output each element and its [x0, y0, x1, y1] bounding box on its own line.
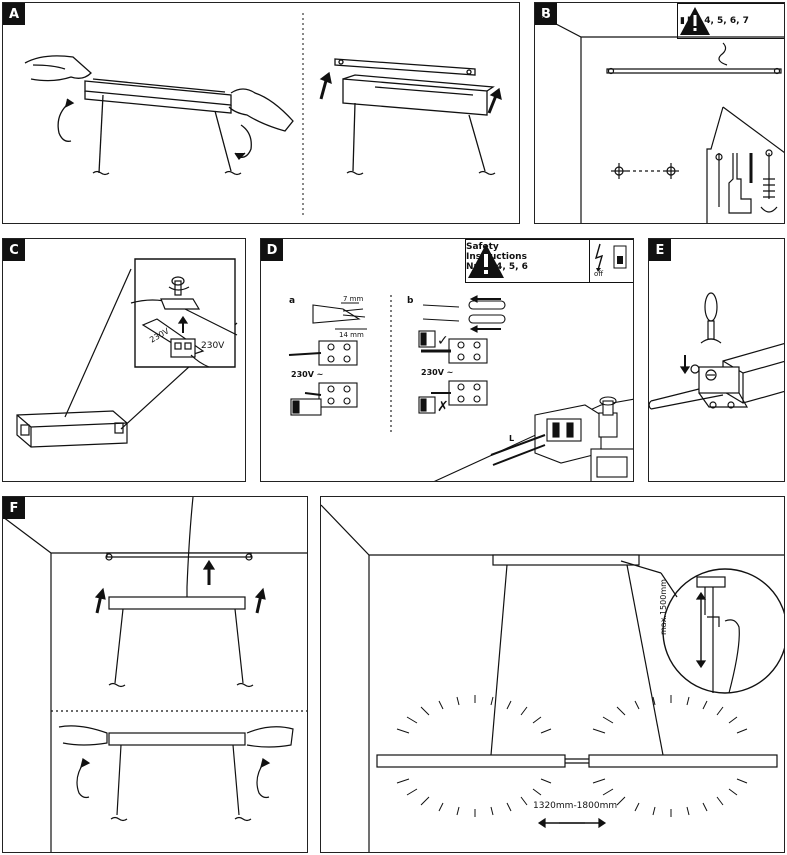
panel-c-voltage-right: 230V: [201, 341, 225, 351]
power-off-icon: [594, 243, 627, 272]
panel-f: F: [2, 496, 308, 853]
panel-d-illustration: [288, 295, 633, 481]
safety-title: Safety: [466, 242, 499, 252]
panel-g: max.1500mm 1320mm-1800mm: [320, 496, 785, 853]
sub-a-label: a: [289, 296, 296, 306]
width-range-label: 1320mm-1800mm: [533, 801, 618, 811]
warning-icon: [468, 244, 504, 278]
panel-f-tag: F: [3, 497, 25, 519]
panel-c: C 230V 230V: [2, 238, 246, 482]
check-mark-b: ✓: [437, 333, 449, 349]
panel-a-illustration: [24, 13, 502, 215]
strip-7mm: 7 mm: [343, 295, 364, 303]
voltage-a: 230V ~: [291, 370, 324, 379]
panel-d: D Safety Instructions Nr. 3, 4, 5, 6 off…: [260, 238, 634, 482]
panel-a-tag: A: [3, 3, 25, 25]
panel-d-tag: D: [261, 239, 283, 261]
voltage-b: 230V ~: [421, 368, 454, 377]
panel-e-illustration: [649, 292, 784, 410]
panel-b-tag: B: [535, 3, 557, 25]
off-label: off: [594, 270, 604, 278]
manual-icon: ▮: [680, 16, 685, 26]
warning-icon: [680, 7, 710, 35]
max-height-label: max.1500mm: [659, 579, 668, 635]
strip-14mm: 14 mm: [339, 331, 364, 339]
panel-c-illustration: [16, 258, 238, 448]
panel-b-note: Nr. 4, 5, 6, 7: [686, 16, 749, 26]
sub-b-label: b: [407, 296, 414, 306]
panel-g-illustration: [321, 504, 784, 852]
panel-b-warning-box: ▮ Nr. 4, 5, 6, 7: [677, 3, 784, 39]
panel-f-illustration: [3, 497, 307, 852]
panel-b-illustration: [535, 12, 784, 223]
panel-e-tag: E: [649, 239, 671, 261]
safety-title-2: Instructions: [466, 252, 527, 262]
panel-e: E: [648, 238, 785, 482]
panel-c-tag: C: [3, 239, 25, 261]
power-off-box: off: [589, 239, 633, 283]
cross-mark-b: ✗: [437, 399, 449, 415]
panel-d-warning-box: Safety Instructions Nr. 3, 4, 5, 6: [465, 239, 591, 283]
panel-b: B ▮ Nr. 4, 5, 6, 7: [534, 2, 785, 224]
wire-l-label: L: [509, 434, 515, 443]
panel-a: A: [2, 2, 520, 224]
